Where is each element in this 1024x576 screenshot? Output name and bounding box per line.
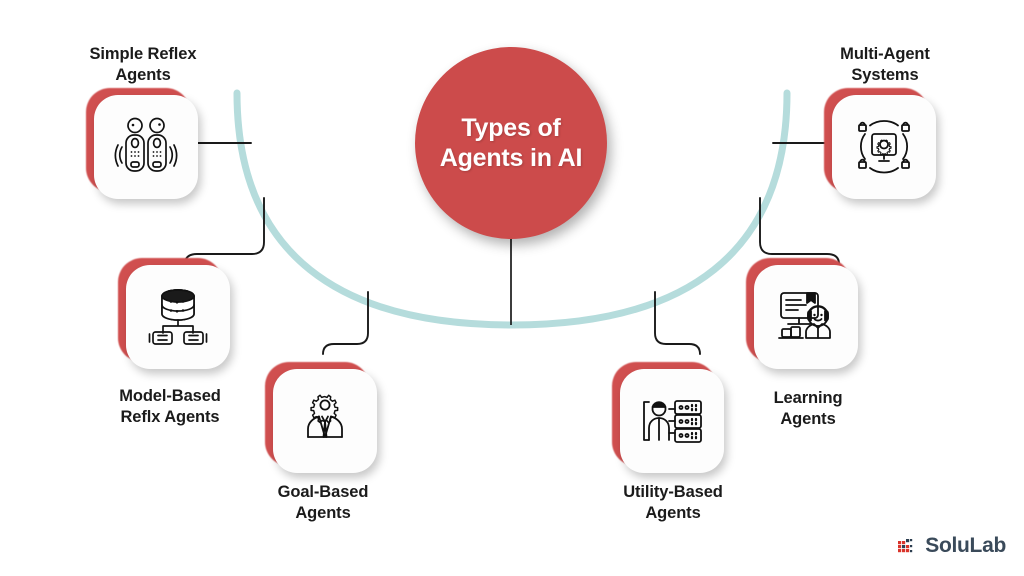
node-utility-based-agents[interactable] <box>612 362 724 474</box>
gear-head-person-icon <box>307 394 343 438</box>
hub-title-line2: Agents in AI <box>439 144 583 172</box>
label-line1: Model-Based <box>119 387 221 405</box>
node-simple-reflex-agents[interactable] <box>86 88 198 200</box>
node-goal-based-agents[interactable] <box>265 362 377 474</box>
label-line1: Utility-Based <box>623 483 723 501</box>
connector-learning-agents <box>759 197 840 265</box>
label-goal-based-agents: Goal-Based Agents <box>228 482 418 524</box>
label-line1: Goal-Based <box>277 483 369 501</box>
label-learning-agents: Learning Agents <box>713 388 903 430</box>
label-line2: Agents <box>295 504 351 523</box>
person-server-racks-icon <box>643 400 702 443</box>
label-line2: Agents <box>780 410 836 429</box>
database-model-nodes-icon <box>148 289 208 345</box>
label-line2: Reflx Agents <box>120 408 220 427</box>
card-face <box>754 265 858 369</box>
connector-goal-based <box>322 291 369 355</box>
label-line1: Multi-Agent <box>840 45 930 63</box>
monitor-headset-learner-icon <box>778 292 831 339</box>
hub-title: Types of Agents in AI <box>440 113 583 174</box>
brand-name: SoluLab <box>925 534 1006 557</box>
central-hub: Types of Agents in AI <box>415 47 607 239</box>
label-line1: Simple Reflex <box>89 45 197 63</box>
node-multi-agent-systems[interactable] <box>824 88 936 200</box>
network-agents-gear-monitor-icon <box>858 120 910 174</box>
node-learning-agents[interactable] <box>746 258 858 370</box>
two-robots-sensing-icon <box>114 117 178 172</box>
label-simple-reflex-agents: Simple Reflex Agents <box>48 44 238 86</box>
card-face <box>832 95 936 199</box>
label-line2: Agents <box>645 504 701 523</box>
card-face <box>273 369 377 473</box>
label-line2: Systems <box>851 66 919 85</box>
connector-utility-based <box>654 291 701 355</box>
card-face <box>94 95 198 199</box>
label-line2: Agents <box>115 66 171 85</box>
brand-logo: SoluLab <box>897 534 1006 558</box>
label-line1: Learning <box>773 389 843 407</box>
label-multi-agent-systems: Multi-Agent Systems <box>790 44 980 86</box>
card-face <box>126 265 230 369</box>
label-utility-based-agents: Utility-Based Agents <box>578 482 768 524</box>
node-model-based-reflx-agents[interactable] <box>118 258 230 370</box>
hub-title-line1: Types of <box>461 113 561 142</box>
card-face <box>620 369 724 473</box>
solulab-logo-mark-icon <box>898 538 913 552</box>
label-model-based-reflx-agents: Model-Based Reflx Agents <box>75 386 265 428</box>
connector-model-based <box>184 197 265 265</box>
